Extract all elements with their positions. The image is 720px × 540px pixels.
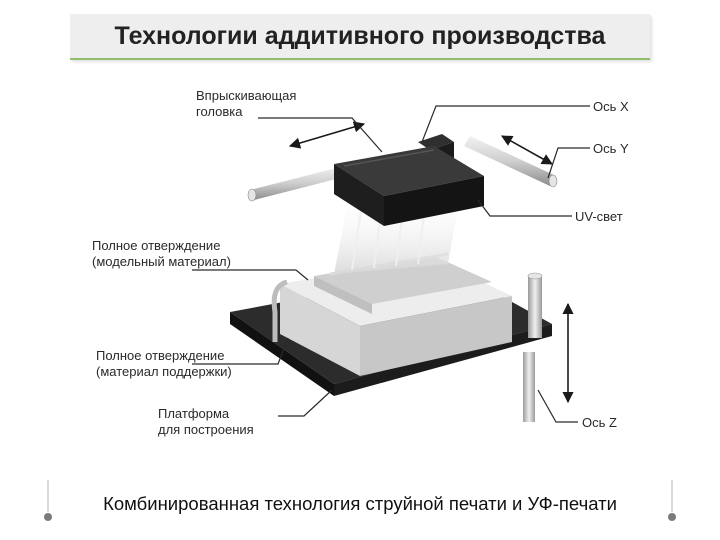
label-axis-x: Ось X bbox=[593, 99, 629, 114]
z-axis-rod bbox=[523, 272, 543, 422]
y-axis-arrow bbox=[501, 135, 553, 165]
decorative-line-left bbox=[47, 480, 49, 512]
decorative-dot-left bbox=[44, 513, 52, 521]
label-full-cure-support-1: Полное отверждение bbox=[96, 348, 224, 363]
slide-caption: Комбинированная технология струйной печа… bbox=[103, 493, 617, 514]
x-axis-arrow bbox=[288, 121, 366, 149]
label-build-platform-2: для построения bbox=[158, 422, 254, 437]
label-injection-head-1: Впрыскивающая bbox=[196, 88, 296, 103]
label-build-platform-1: Платформа bbox=[158, 406, 230, 421]
decorative-dot-right bbox=[668, 513, 676, 521]
label-full-cure-support-2: (материал поддержки) bbox=[96, 364, 232, 379]
leader-lines bbox=[192, 105, 590, 423]
decorative-line-right bbox=[671, 480, 673, 512]
label-full-cure-model-1: Полное отверждение bbox=[92, 238, 220, 253]
label-axis-y: Ось Y bbox=[593, 141, 629, 156]
label-uv-light: UV-свет bbox=[575, 209, 623, 224]
label-full-cure-model-2: (модельный материал) bbox=[92, 254, 231, 269]
injection-head bbox=[334, 146, 484, 226]
slide-title: Технологии аддитивного производства bbox=[70, 14, 650, 60]
label-axis-z: Ось Z bbox=[582, 415, 617, 430]
printer-diagram: Впрыскивающая головка Ось X Ось Y UV-све… bbox=[82, 84, 642, 448]
label-injection-head-2: головка bbox=[196, 104, 243, 119]
